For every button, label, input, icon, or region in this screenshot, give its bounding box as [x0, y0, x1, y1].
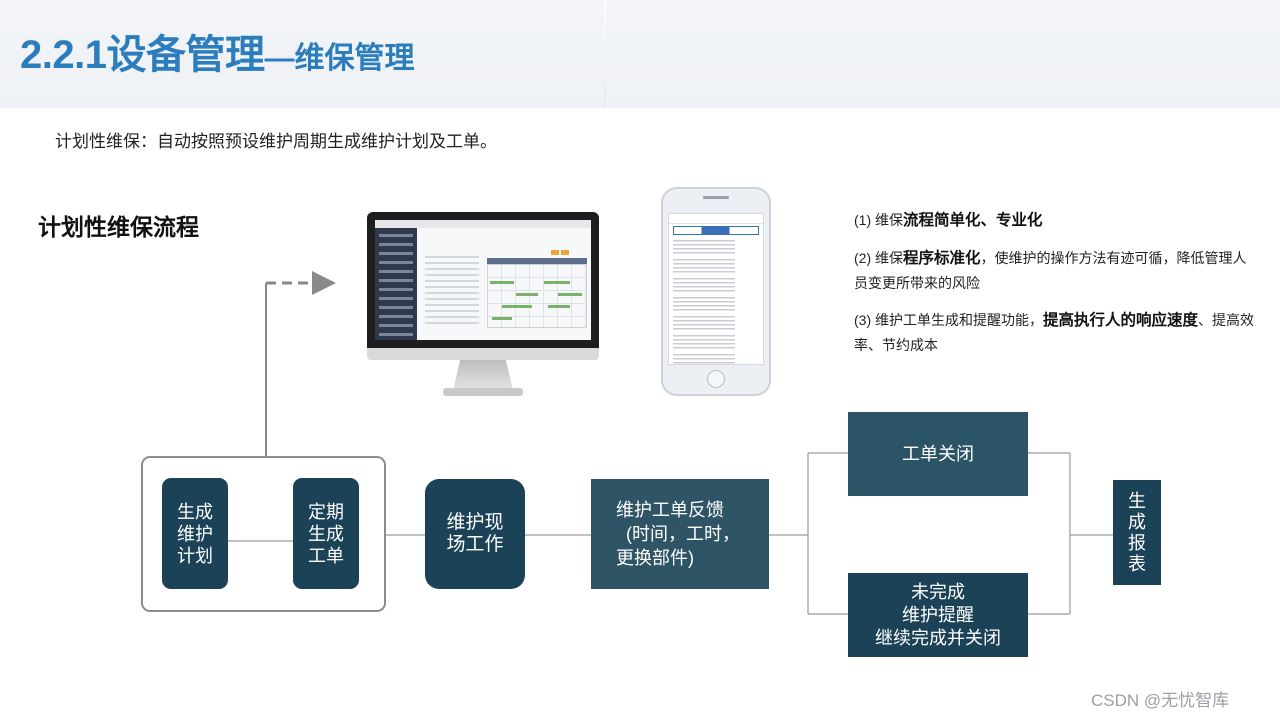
- watermark: CSDN @无忧智库: [1091, 691, 1230, 710]
- monitor-screen: [375, 220, 591, 340]
- node-generate-plan: 生成 维护 计划: [162, 478, 228, 589]
- title-sub: —维保管理: [264, 42, 415, 75]
- title-main: 2.2.1设备管理: [20, 33, 265, 77]
- node-periodic-order: 定期 生成 工单: [293, 478, 359, 589]
- phone-screen: [668, 213, 764, 365]
- benefits-list: (1) 维保流程简单化、专业化 (2) 维保程序标准化，使维护的操作方法有迹可循…: [854, 208, 1254, 370]
- mobile-phone-image: [661, 187, 771, 396]
- slide-body: [6, 108, 1280, 720]
- node-order-feedback: 维护工单反馈 (时间，工时， 更换部件): [591, 479, 769, 589]
- benefit-item: (2) 维保程序标准化，使维护的操作方法有迹可循，降低管理人员变更所带来的风险: [854, 250, 1247, 291]
- node-order-close: 工单关闭: [848, 412, 1028, 496]
- intro-text: 计划性维保：自动按照预设维护周期生成维护计划及工单。: [55, 132, 497, 151]
- desktop-monitor-image: [367, 212, 599, 398]
- benefit-item: (1) 维保流程简单化、专业化: [854, 212, 1043, 229]
- node-incomplete-reminder: 未完成 维护提醒 继续完成并关闭: [848, 573, 1028, 657]
- benefit-item: (3) 维护工单生成和提醒功能，提高执行人的响应速度、提高效率、节约成本: [854, 312, 1255, 353]
- flow-title: 计划性维保流程: [38, 214, 199, 240]
- home-button-icon: [707, 370, 725, 388]
- header-band: [0, 0, 1280, 108]
- page-title: 2.2.1设备管理—维保管理: [20, 22, 414, 80]
- node-generate-report: 生 成 报 表: [1113, 480, 1161, 585]
- plan-group-box: [141, 456, 386, 612]
- node-onsite-work: 维护现 场工作: [425, 479, 525, 589]
